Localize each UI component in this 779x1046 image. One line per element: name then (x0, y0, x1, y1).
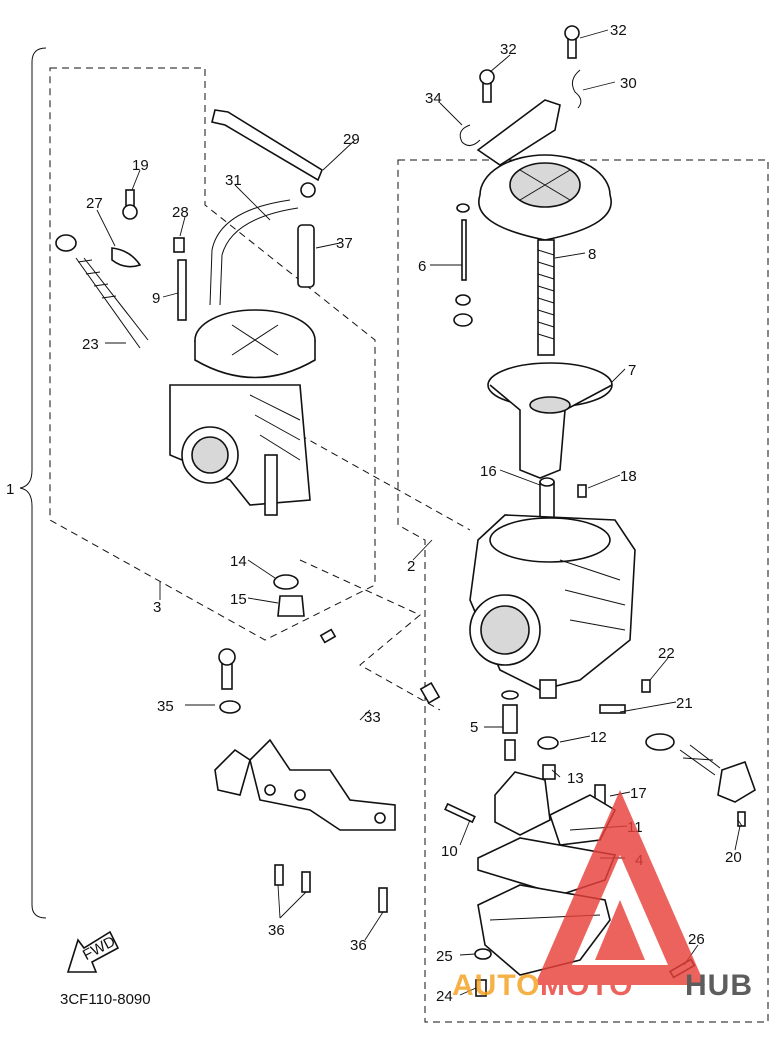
washer-25 (474, 948, 492, 960)
callout-13: 13 (567, 770, 584, 787)
callout-34: 34 (425, 90, 442, 107)
float-11 (494, 771, 617, 846)
left-carb-outline (49, 67, 376, 641)
callout-3: 3 (153, 599, 161, 616)
watermark-moto: MOTO (540, 969, 633, 1002)
callout-15: 15 (230, 591, 247, 608)
callout-19: 19 (132, 157, 149, 174)
screw-18 (577, 484, 587, 498)
clip-30 (571, 69, 582, 109)
callout-25: 25 (436, 948, 453, 965)
throttle-stop-23 (55, 234, 149, 349)
jet-5 (501, 690, 519, 761)
clip-34 (459, 124, 481, 146)
callout-5: 5 (470, 719, 478, 736)
spring-8 (537, 239, 555, 356)
assembly-brace (19, 47, 47, 919)
callout-30: 30 (620, 75, 637, 92)
callout-21: 21 (676, 695, 693, 712)
callout-20: 20 (725, 849, 742, 866)
vent-hose (211, 109, 323, 182)
jet-15 (277, 595, 305, 617)
screw-33 (319, 628, 441, 705)
screw-19 (122, 189, 138, 220)
screw-10 (444, 802, 476, 824)
hose-routing-lines (299, 434, 471, 711)
oring-14 (273, 574, 299, 590)
callout-8: 8 (588, 246, 596, 263)
watermark-logo: AUTO MOTO HUB (452, 790, 753, 1002)
callout-6: 6 (418, 258, 426, 275)
washer-6c (453, 313, 473, 327)
callout-26: 26 (688, 931, 705, 948)
callout-33: 33 (364, 709, 381, 726)
right-carb-outline (397, 159, 769, 1023)
part-code: 3CF110-8090 (60, 991, 151, 1008)
callout-28: 28 (172, 204, 189, 221)
watermark-auto: AUTO (452, 969, 540, 1002)
watermark-hub: HUB (685, 969, 753, 1002)
left-carburetor (169, 309, 316, 516)
fitting-29 (300, 182, 316, 198)
watermark-triangle (535, 790, 705, 985)
callout-36a: 36 (268, 922, 285, 939)
needle-6 (461, 219, 467, 281)
screw-32b (564, 25, 580, 59)
washer-6b (455, 294, 471, 306)
right-carburetor-body (469, 514, 636, 699)
diaphragm-7 (487, 362, 613, 479)
plug-13 (542, 764, 556, 780)
callout-24: 24 (436, 988, 453, 1005)
hose-37 (297, 224, 315, 288)
callout-1: 1 (6, 481, 14, 498)
screw-20 (737, 811, 746, 827)
screw-22 (641, 679, 651, 693)
callout-36b: 36 (350, 937, 367, 954)
leader-lines (96, 29, 743, 996)
top-cover (478, 154, 612, 241)
fwd-arrow: FWD (66, 930, 120, 973)
screw-32a (479, 69, 495, 103)
callout-17: 17 (630, 785, 647, 802)
bracket-assembly (214, 738, 396, 831)
callout-9: 9 (152, 290, 160, 307)
callout-7: 7 (628, 362, 636, 379)
callout-22: 22 (658, 645, 675, 662)
screw-35 (218, 648, 241, 714)
hose-31 (209, 199, 299, 306)
needle-9 (177, 259, 187, 321)
callout-32b: 32 (610, 22, 627, 39)
washer-12 (537, 736, 559, 750)
callout-14: 14 (230, 553, 247, 570)
callout-18: 18 (620, 468, 637, 485)
callout-32a: 32 (500, 41, 517, 58)
callout-12: 12 (590, 729, 607, 746)
clip-27 (111, 247, 142, 268)
cap-28 (173, 237, 185, 253)
starter-plunger-21 (599, 704, 756, 803)
callout-2: 2 (407, 558, 415, 575)
screw-36 (274, 864, 388, 913)
bracket-top (476, 99, 561, 166)
callout-16: 16 (480, 463, 497, 480)
callout-10: 10 (441, 843, 458, 860)
callout-37: 37 (336, 235, 353, 252)
callout-35: 35 (157, 698, 174, 715)
callout-27: 27 (86, 195, 103, 212)
fwd-arrow-label: FWD (80, 933, 118, 964)
callout-23: 23 (82, 336, 99, 353)
callout-31: 31 (225, 172, 242, 189)
callout-29: 29 (343, 131, 360, 148)
clip-6a (456, 203, 470, 213)
